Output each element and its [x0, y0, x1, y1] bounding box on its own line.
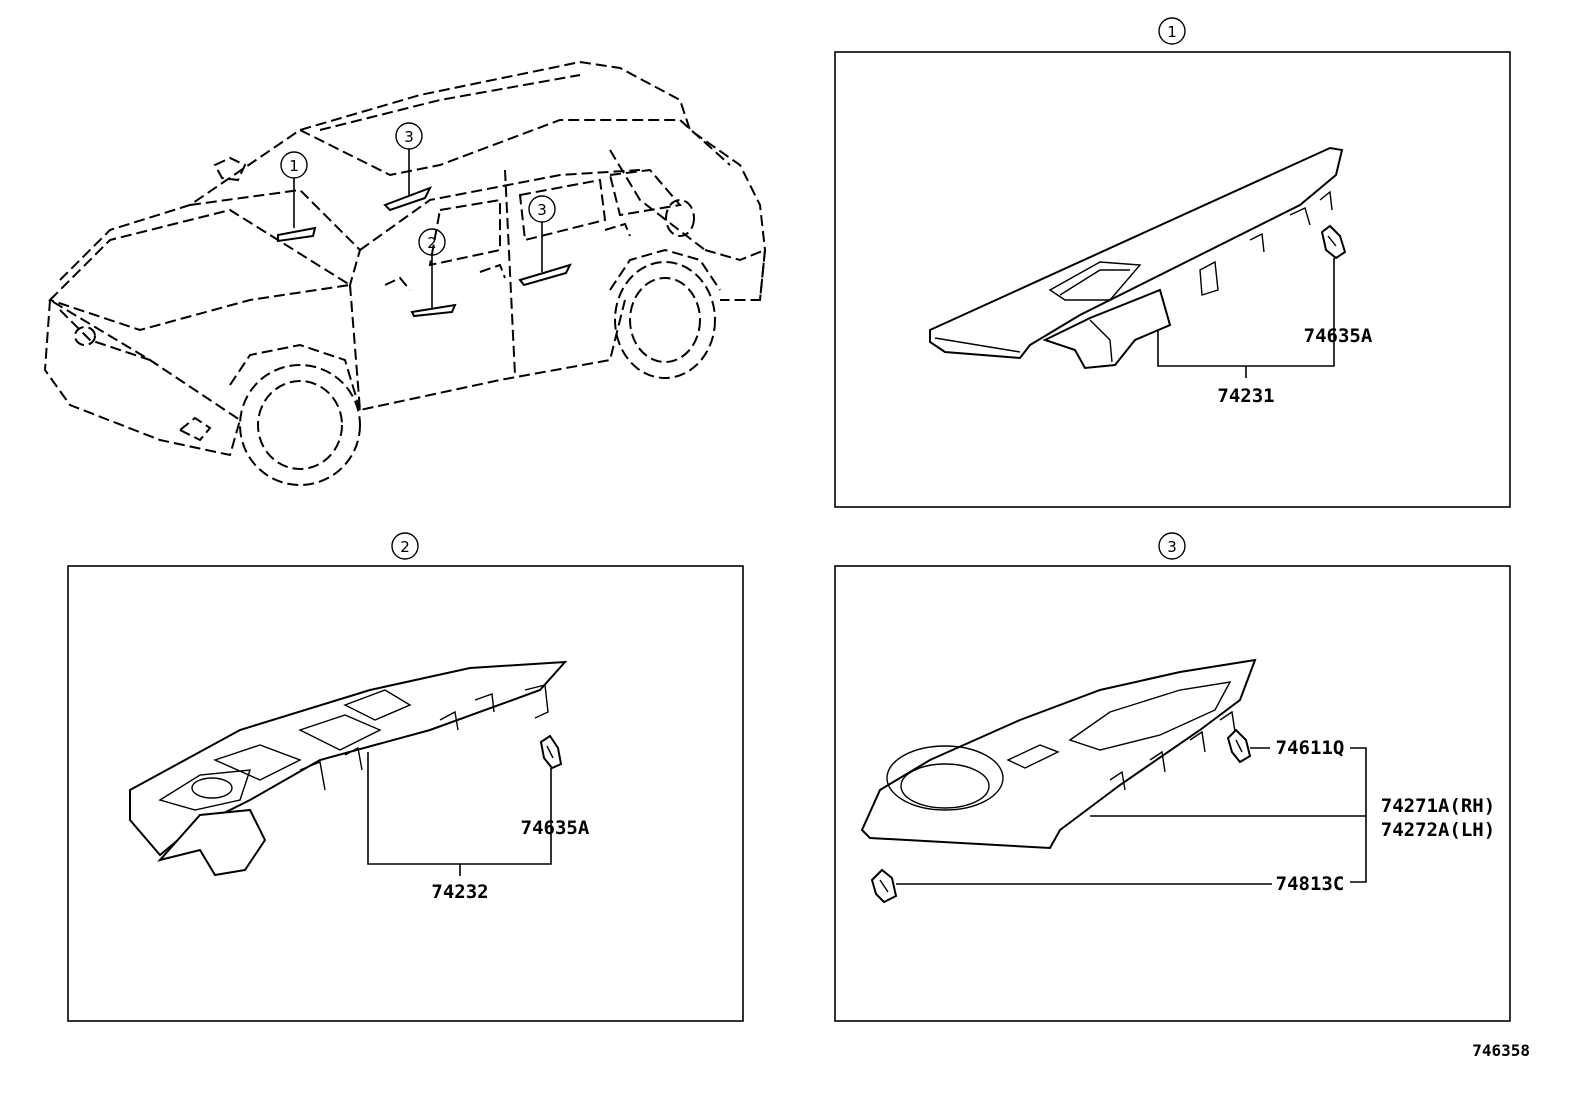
- part-label-74611Q: 74611Q: [1276, 737, 1345, 759]
- switch-base-74232-drawing[interactable]: [129, 660, 568, 877]
- panel-1-frame: [834, 51, 1511, 508]
- diagram-reference-code: 746358: [1472, 1041, 1530, 1060]
- part-label-74635A-panel1: 74635A: [1304, 325, 1373, 347]
- clip-74635A-drawing-panel2[interactable]: [539, 734, 563, 770]
- car-callout-2[interactable]: 2: [418, 228, 446, 308]
- svg-text:2: 2: [400, 538, 410, 556]
- clip-74635A-drawing[interactable]: [1320, 224, 1347, 260]
- car-callout-1[interactable]: 1: [280, 151, 308, 228]
- part-label-74232: 74232: [431, 881, 488, 903]
- svg-text:1: 1: [1167, 23, 1177, 41]
- svg-text:3: 3: [404, 128, 414, 146]
- part-label-74635A-panel2: 74635A: [521, 817, 590, 839]
- panel-3-callout[interactable]: 3: [1158, 532, 1186, 560]
- car-callout-3-upper[interactable]: 3: [395, 122, 423, 196]
- vehicle-overview: 1 3 2 3: [43, 60, 767, 486]
- car-callout-3-lower[interactable]: 3: [528, 195, 556, 272]
- part-label-74813C: 74813C: [1276, 873, 1345, 895]
- svg-text:2: 2: [427, 234, 437, 252]
- svg-text:1: 1: [289, 157, 299, 175]
- panel-2: 2 74635A 74232: [67, 532, 744, 1022]
- part-label-74271A: 74271A(RH): [1381, 795, 1495, 817]
- part-label-74231: 74231: [1217, 385, 1274, 407]
- svg-text:3: 3: [537, 201, 547, 219]
- svg-text:3: 3: [1167, 538, 1177, 556]
- part-label-74272A: 74272A(LH): [1381, 819, 1495, 841]
- clip-74611Q-drawing[interactable]: [1226, 728, 1252, 764]
- armrest-panel-drawing[interactable]: [860, 658, 1257, 850]
- panel-3: 3 74611Q 74271A(: [834, 532, 1511, 1022]
- panel-2-frame: [67, 565, 744, 1022]
- panel-1: 1 74635A 74231: [834, 17, 1511, 508]
- panel-2-callout[interactable]: 2: [391, 532, 419, 560]
- switch-base-74231-drawing[interactable]: [929, 146, 1344, 370]
- panel-3-frame: [834, 565, 1511, 1022]
- panel-1-callout[interactable]: 1: [1158, 17, 1186, 45]
- clip-74813C-drawing[interactable]: [870, 868, 898, 904]
